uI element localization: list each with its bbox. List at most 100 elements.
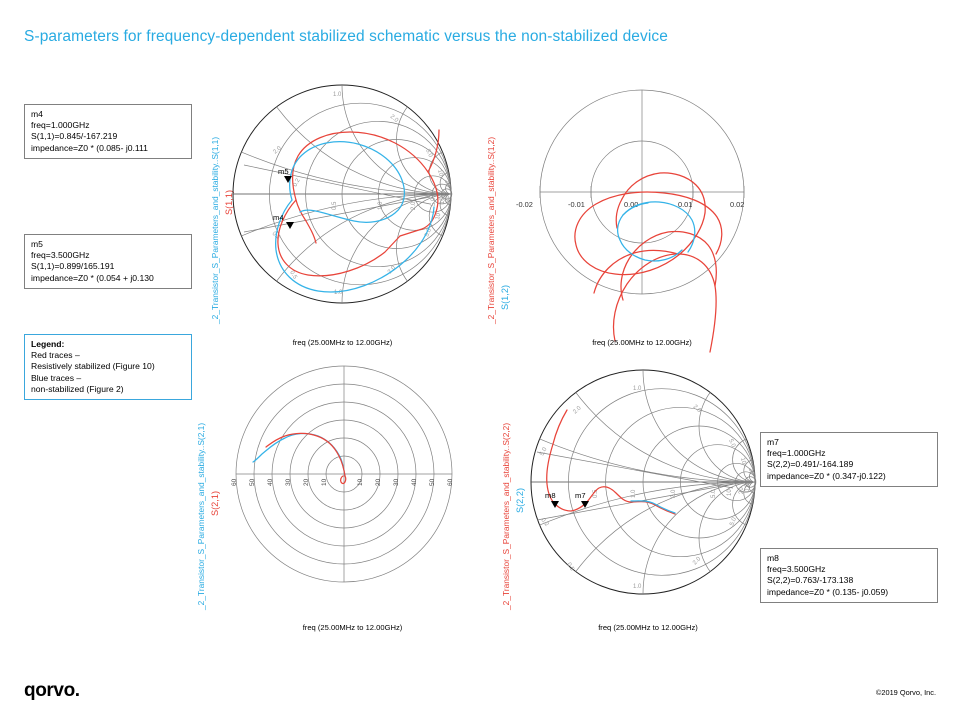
svg-text:10: 10 [739,457,747,466]
legend-red-desc: Resistively stabilized (Figure 10) [31,361,155,372]
marker-callout-m5: m5 freq=3.500GHz S(1,1)=0.899/165.191 im… [24,234,192,289]
s12-xtick-3: 0.01 [678,200,692,209]
svg-text:20: 20 [739,487,745,494]
s12-axis-long-label: _2_Transistor_S_Parameters_and_stability… [486,136,496,324]
s12-xtick-0: -0.02 [516,200,533,209]
svg-text:10: 10 [436,169,444,178]
legend-red-label: Red traces – [31,350,80,361]
marker-m7-freq: freq=1.000GHz [767,448,826,459]
s12-xtick-1: -0.01 [568,200,585,209]
s21-polar-chart: 60 50 40 30 20 10 10 20 30 40 50 60 [231,365,454,583]
s21-ring-40-left: 40 [267,478,274,486]
marker-m4-freq: freq=1.000GHz [31,120,90,131]
s21-x-caption: freq (25.00MHz to 12.00GHz) [302,623,403,632]
svg-text:2.0: 2.0 [411,201,417,210]
marker-m5-sparam: S(1,1)=0.899/165.191 [31,261,115,272]
s22-axis-long-label: _2_Transistor_S_Parameters_and_stability… [501,422,511,610]
marker-m8-name: m8 [767,553,779,563]
marker-m8-sparam: S(2,2)=0.763/-173.138 [767,575,854,586]
marker-callout-m7: m7 freq=1.000GHz S(2,2)=0.491/-164.189 i… [760,432,938,487]
svg-text:20: 20 [443,179,450,187]
svg-text:2.0: 2.0 [692,404,703,414]
legend-heading: Legend: [31,339,65,349]
marker-m4-impedance: impedance=Z0 * (0.085- j0.111 [31,142,148,153]
marker-callout-m4: m4 freq=1.000GHz S(1,1)=0.845/-167.219 i… [24,104,192,159]
marker-m8-impedance: impedance=Z0 * (0.135- j0.059) [767,586,889,597]
s11-axis-long-label: _2_Transistor_S_Parameters_and_stability… [210,136,220,324]
svg-text:5.0: 5.0 [539,446,548,457]
svg-text:20: 20 [445,195,451,202]
svg-text:10: 10 [727,489,733,496]
svg-text:0.5: 0.5 [565,562,575,573]
s21-ring-60-left: 60 [231,478,238,486]
s12-xtick-2: 0.00 [624,200,638,209]
marker-m5-impedance: impedance=Z0 * (0.054 + j0.130 [31,272,154,283]
s11-marker-m5-label: m5 [278,167,289,176]
svg-text:0.5: 0.5 [593,489,599,498]
marker-m7-impedance: impedance=Z0 * (0.347-j0.122) [767,470,886,481]
svg-text:5.0: 5.0 [727,438,736,449]
svg-text:2.0: 2.0 [272,145,283,155]
legend-box: Legend: Red traces – Resistively stabili… [24,334,192,401]
svg-text:1.0: 1.0 [378,201,384,210]
s21-ring-60-right: 60 [447,478,454,486]
copyright-text: ©2019 Qorvo, Inc. [875,688,936,697]
svg-text:2.0: 2.0 [387,265,397,276]
s21-axis-long-label: _2_Transistor_S_Parameters_and_stability… [196,422,206,610]
svg-text:5.0: 5.0 [424,148,433,159]
s21-ring-30-right: 30 [393,478,400,486]
svg-text:2.0: 2.0 [692,556,703,567]
svg-text:10: 10 [435,212,442,220]
s22-marker-m7-label: m7 [575,491,586,500]
s12-xtick-4: 0.02 [730,200,744,209]
svg-text:0.5: 0.5 [332,201,338,210]
s12-x-caption: freq (25.00MHz to 12.00GHz) [592,338,692,347]
marker-m8-freq: freq=3.500GHz [767,564,826,575]
marker-m5-freq: freq=3.500GHz [31,250,90,261]
svg-text:0.2: 0.2 [292,177,302,188]
s11-smith-chart: 0.2 0.5 1.0 2.0 5.0 10 20 1.0 2.0 5.0 10… [232,84,453,304]
svg-text:5.0: 5.0 [729,516,738,527]
svg-text:1.0: 1.0 [633,386,642,392]
marker-callout-m8: m8 freq=3.500GHz S(2,2)=0.763/-173.138 i… [760,548,938,603]
svg-text:1.0: 1.0 [633,584,642,590]
s21-ring-50-right: 50 [429,478,436,486]
plot-panel-s21: _2_Transistor_S_Parameters_and_stability… [190,358,490,638]
svg-text:10: 10 [440,197,446,204]
marker-m7-sparam: S(2,2)=0.491/-164.189 [767,459,854,470]
s21-ring-10-right: 10 [357,478,364,486]
svg-text:2.0: 2.0 [572,405,583,415]
marker-m7-name: m7 [767,437,779,447]
svg-text:5.0: 5.0 [711,489,717,498]
svg-text:5.0: 5.0 [431,197,437,206]
legend-blue-desc: non-stabilized (Figure 2) [31,383,124,394]
s22-marker-m8-label: m8 [545,491,556,500]
qorvo-logo: qorvo. [24,680,80,701]
plot-panel-s22: _2_Transistor_S_Parameters_and_stability… [495,358,775,638]
marker-m4-name: m4 [31,109,43,119]
s21-ring-20-left: 20 [303,478,310,486]
svg-text:0.2: 0.2 [745,483,751,492]
svg-text:0.2: 0.2 [539,517,549,528]
legend-blue-label: Blue traces – [31,372,82,383]
page-title: S-parameters for frequency-dependent sta… [24,28,668,45]
s22-smith-chart: 1.0 2.0 5.0 10 20 2.0 5.0 0.2 0.5 1.0 2.… [530,369,757,595]
plot-panel-s11: _2_Transistor_S_Parameters_and_stability… [200,80,480,355]
svg-text:2.0: 2.0 [671,489,677,498]
svg-text:1.0: 1.0 [333,92,342,98]
svg-text:5.0: 5.0 [424,227,433,238]
s11-x-caption: freq (25.00MHz to 12.00GHz) [292,338,393,347]
svg-text:0.5: 0.5 [288,270,298,281]
s12-polar-chart: -0.02 -0.01 0.00 0.01 0.02 [516,89,744,353]
s21-ring-50-left: 50 [249,478,256,486]
svg-text:1.0: 1.0 [631,489,637,498]
s21-ring-20-right: 20 [375,478,382,486]
s11-marker-m4-label: m4 [273,213,284,222]
s22-x-caption: freq (25.00MHz to 12.00GHz) [598,623,698,632]
marker-m4-sparam: S(1,1)=0.845/-167.219 [31,131,118,142]
s21-ring-30-left: 30 [285,478,292,486]
marker-m5-name: m5 [31,239,43,249]
svg-text:20: 20 [747,467,754,475]
plot-panel-s12: _2_Transistor_S_Parameters_and_stability… [480,80,780,355]
svg-text:1.0: 1.0 [334,290,343,296]
